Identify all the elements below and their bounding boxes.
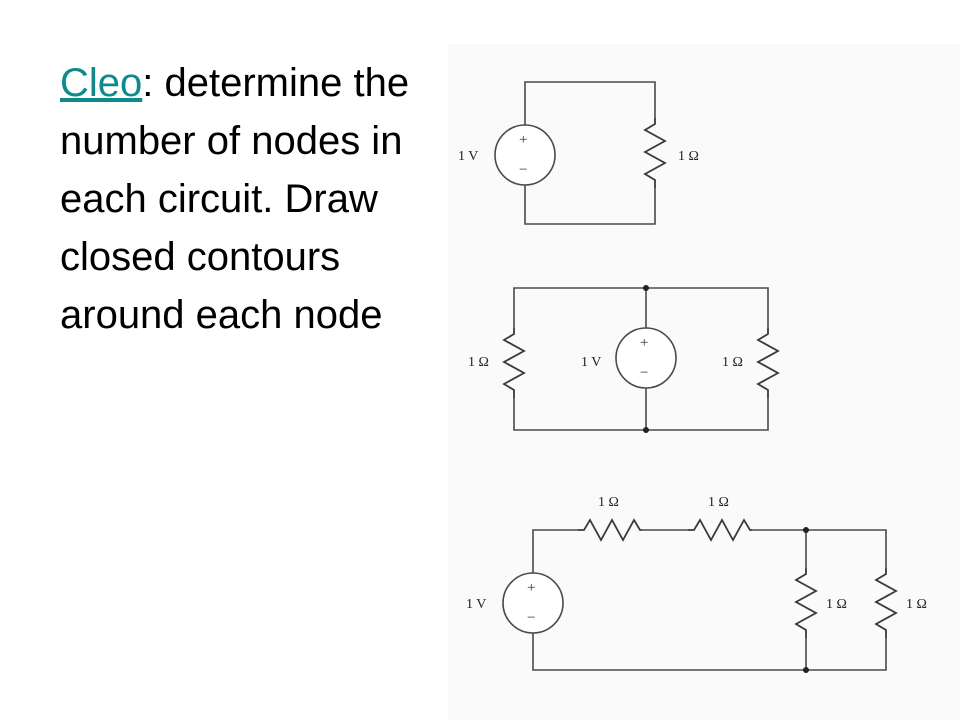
circuit-2-left-resistor-label: 1 Ω — [468, 355, 489, 370]
circuit-1-minus-sign: − — [519, 162, 527, 178]
instruction-text: : determine the number of nodes in each … — [60, 61, 410, 337]
circuit-3-wires — [532, 529, 887, 671]
circuit-3-plus-sign: + — [527, 580, 535, 596]
circuit-3-series-resistor-2 — [688, 518, 752, 542]
circuit-3-voltage-source — [502, 572, 564, 634]
circuit-2-minus-sign: − — [640, 365, 648, 381]
circuit-2-bottom-node-dot — [643, 427, 649, 433]
circuit-2-right-resistor — [756, 328, 780, 398]
circuit-3-series-resistor-1 — [578, 518, 642, 542]
circuit-1-wires — [524, 81, 656, 225]
slide-instruction: Cleo: determine the number of nodes in e… — [60, 54, 420, 344]
cleo-link[interactable]: Cleo — [60, 61, 143, 105]
circuit-2: + − 1 Ω 1 V 1 Ω — [468, 285, 780, 433]
circuit-2-top-node-dot — [643, 285, 649, 291]
circuit-3-shunt-resistor-2-label: 1 Ω — [906, 597, 927, 612]
circuit-3-series-resistor-2-label: 1 Ω — [708, 495, 729, 510]
circuit-3-shunt-resistor-1 — [794, 568, 818, 638]
circuit-3-source-label: 1 V — [466, 597, 486, 612]
circuit-1-voltage-source — [494, 124, 556, 186]
circuit-2-voltage-source — [615, 327, 677, 389]
circuit-3-series-resistor-1-label: 1 Ω — [598, 495, 619, 510]
circuit-2-wires — [513, 287, 769, 431]
circuit-2-right-resistor-label: 1 Ω — [722, 355, 743, 370]
circuit-2-left-resistor — [502, 328, 526, 398]
circuit-3-minus-sign: − — [527, 610, 535, 626]
circuit-1-resistor — [643, 118, 667, 188]
circuit-3-shunt-resistor-2 — [874, 568, 898, 638]
circuit-3-shunt-resistor-1-label: 1 Ω — [826, 597, 847, 612]
circuit-1-plus-sign: + — [519, 132, 527, 148]
circuit-2-plus-sign: + — [640, 335, 648, 351]
circuit-1: + − 1 V 1 Ω — [458, 81, 699, 225]
circuit-1-resistor-label: 1 Ω — [678, 149, 699, 164]
circuit-2-source-label: 1 V — [581, 355, 601, 370]
circuit-3: + − 1 Ω 1 Ω 1 V 1 Ω 1 Ω — [466, 495, 927, 673]
circuit-3-top-node-dot — [803, 527, 809, 533]
circuit-3-bottom-node-dot — [803, 667, 809, 673]
circuit-1-source-label: 1 V — [458, 149, 478, 164]
